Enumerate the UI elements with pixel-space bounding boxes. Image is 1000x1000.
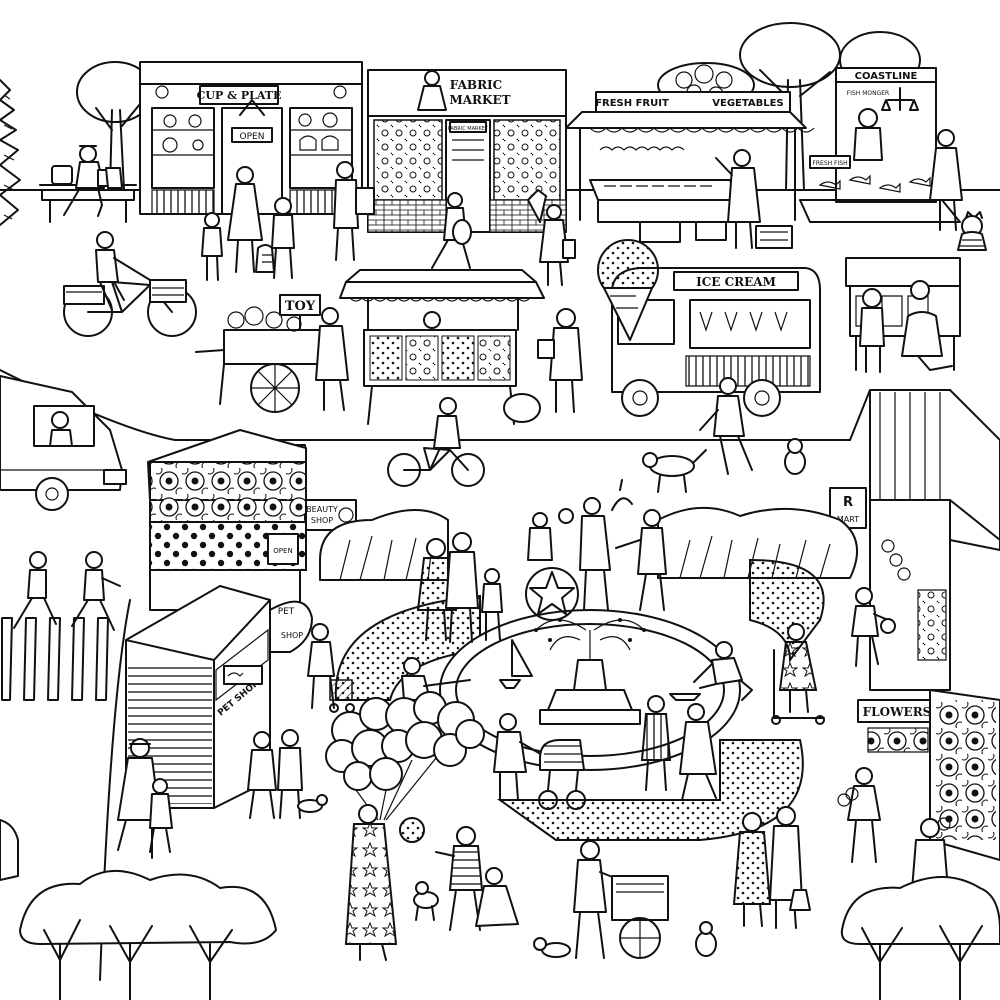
girl-with-flowers bbox=[838, 768, 880, 862]
two-women-walking bbox=[642, 696, 716, 800]
mother-and-daughter-walking bbox=[118, 739, 172, 858]
park-trees-background bbox=[320, 508, 857, 580]
fishmonger-sign: FISH MONGER bbox=[847, 90, 889, 97]
mart-sign: MART bbox=[837, 515, 859, 524]
woman-on-bicycle-with-basket bbox=[64, 232, 196, 336]
pet-sign: PET bbox=[278, 607, 295, 617]
woman-with-pram bbox=[494, 714, 585, 809]
fresh-fish-sign: FRESH FISH bbox=[812, 160, 847, 167]
man-with-shopping-bag bbox=[334, 162, 374, 260]
man-with-wooden-cart bbox=[534, 841, 716, 958]
people-at-pet-shop bbox=[248, 730, 327, 818]
elderly-couple bbox=[734, 807, 810, 928]
fabric-market-shop: FABRIC MARKET FABRIC MARKET bbox=[368, 70, 566, 232]
toy-sign: TOY bbox=[285, 299, 316, 314]
produce-cart-stall bbox=[340, 270, 582, 424]
fabric-market-small-sign: FABRIC MARKET bbox=[448, 126, 489, 132]
family-group bbox=[202, 167, 294, 280]
children-running bbox=[14, 552, 120, 630]
foreground-trees-right bbox=[842, 877, 1000, 1000]
background-tree-behind-cafe bbox=[77, 62, 153, 190]
fresh-fruit-sign: FRESH FRUIT bbox=[595, 98, 669, 109]
ice-cream-sign: ICE CREAM bbox=[696, 275, 776, 289]
woman-with-shopping-trolley bbox=[308, 624, 354, 712]
toy-cart: TOY bbox=[196, 295, 348, 412]
crosswalk bbox=[2, 618, 108, 700]
mart-building: R MART bbox=[830, 390, 1000, 690]
sweet-shop-stall bbox=[846, 258, 960, 372]
boy-with-dog-and-girl bbox=[414, 827, 518, 930]
greengrocer-man bbox=[716, 150, 760, 248]
ice-cream-van: ICE CREAM bbox=[598, 240, 820, 416]
r-sign: R bbox=[843, 495, 853, 510]
open-sign: OPEN bbox=[240, 132, 265, 142]
background-tree-left bbox=[0, 80, 20, 225]
cup-plate-sign: CUP & PLATE bbox=[197, 89, 282, 102]
cyclist-center bbox=[388, 398, 484, 486]
street-band bbox=[526, 480, 666, 620]
dog-walker-and-dogs bbox=[643, 378, 805, 492]
pet-shop-upright-sign: SHOP bbox=[281, 631, 303, 640]
flowers-shop: FLOWERS bbox=[858, 690, 1000, 860]
balloon-seller bbox=[326, 692, 484, 960]
flowers-sign: FLOWERS bbox=[863, 705, 932, 719]
girl-on-scooter bbox=[772, 624, 824, 724]
coastline-sign: COASTLINE bbox=[855, 71, 918, 82]
coastline-fishmonger: COASTLINE FISH MONGER FRESH FISH bbox=[800, 68, 986, 250]
open-side-sign: OPEN bbox=[273, 547, 292, 555]
patterned-block-building: OPEN bbox=[148, 430, 306, 610]
svg-text:SHOP: SHOP bbox=[311, 516, 333, 525]
girl-skipping-right bbox=[852, 588, 895, 666]
park-bench-with-man bbox=[40, 146, 136, 222]
fresh-fruit-vegetables-stall: FRESH FRUIT VEGETABLES bbox=[566, 63, 814, 248]
car-edge-left bbox=[0, 820, 18, 880]
foreground-trees-left bbox=[20, 871, 276, 1000]
spectators-group bbox=[418, 533, 502, 642]
delivery-truck bbox=[0, 376, 126, 510]
market-sign: MARKET bbox=[449, 93, 510, 107]
woman-carrying-bags bbox=[432, 190, 575, 285]
beauty-shop-sign: BEAUTY SHOP bbox=[306, 500, 356, 530]
vegetables-sign: VEGETABLES bbox=[712, 98, 783, 109]
cup-and-plate-shop: CUP & PLATE OPEN bbox=[140, 62, 362, 214]
svg-text:BEAUTY: BEAUTY bbox=[306, 505, 338, 514]
fabric-sign: FABRIC bbox=[450, 78, 502, 92]
child-kneeling-by-fountain bbox=[694, 642, 752, 700]
